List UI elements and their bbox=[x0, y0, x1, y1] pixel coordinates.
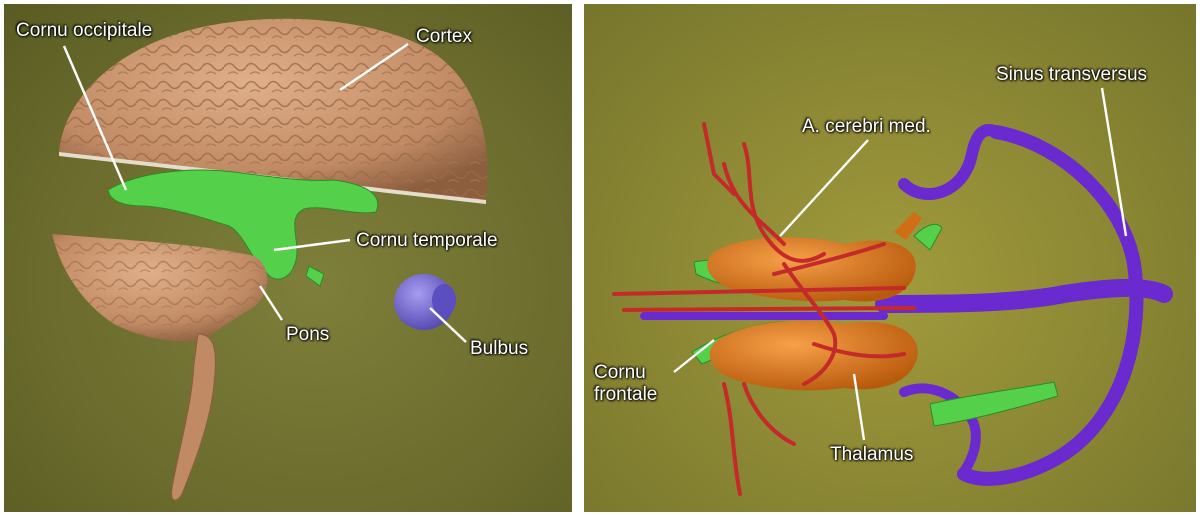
brain-3d-illustration-left bbox=[4, 4, 572, 512]
arteries-shape bbox=[614, 124, 914, 494]
bulbus-shape bbox=[394, 274, 456, 330]
leader-line-pons bbox=[260, 286, 282, 320]
label-a-cerebri-med: A. cerebri med. bbox=[802, 116, 931, 138]
label-thalamus: Thalamus bbox=[830, 444, 913, 466]
label-cornu-temporale: Cornu temporale bbox=[356, 230, 498, 252]
leader-line-a-cerebri-med bbox=[780, 140, 868, 236]
label-cornu-occipitale: Cornu occipitale bbox=[16, 20, 152, 42]
cerebellum-brainstem-shape bbox=[52, 234, 267, 500]
brain-segmentation-panel-right: Sinus transversus A. cerebri med. Cornu … bbox=[584, 4, 1196, 512]
label-bulbus: Bulbus bbox=[470, 338, 528, 360]
label-cortex: Cortex bbox=[416, 26, 472, 48]
label-pons: Pons bbox=[286, 324, 329, 346]
label-sinus-transversus: Sinus transversus bbox=[996, 64, 1147, 86]
brain-segmentation-panel-left: Cornu occipitale Cortex Cornu temporale … bbox=[4, 4, 572, 512]
label-cornu-frontale: Cornu frontale bbox=[594, 362, 657, 406]
